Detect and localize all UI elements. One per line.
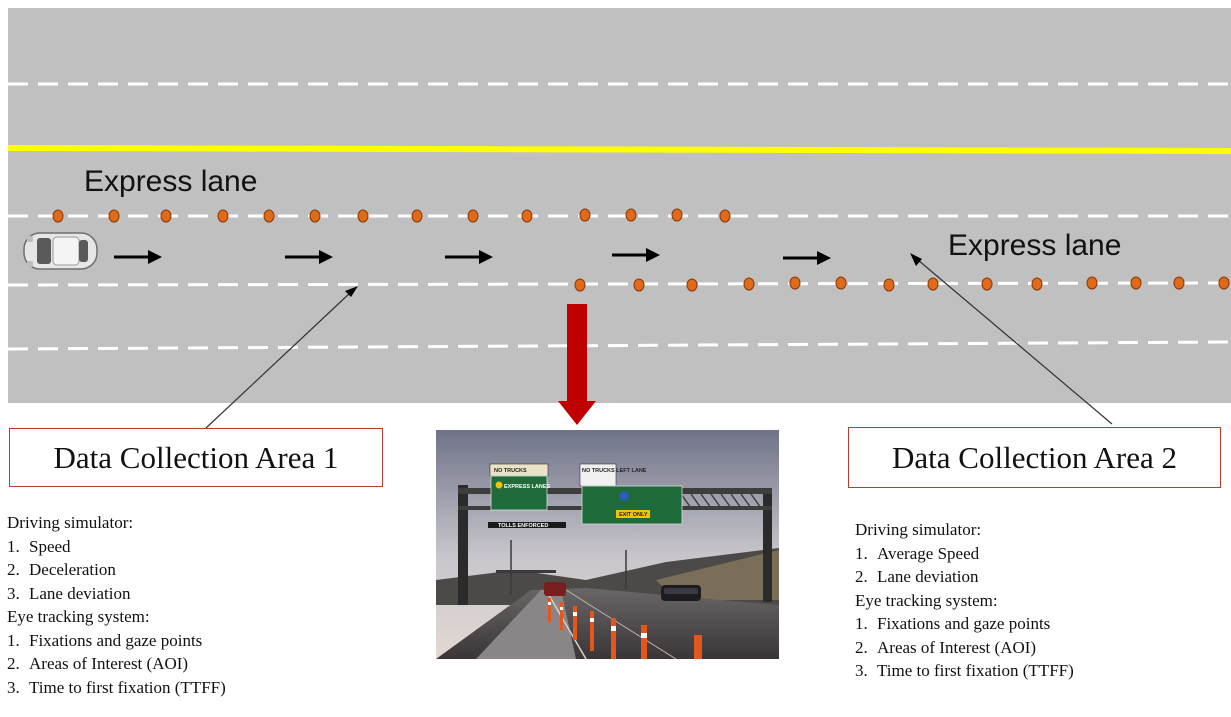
simulator-heading: Driving simulator: bbox=[7, 513, 134, 532]
list-item: 2.Deceleration bbox=[7, 560, 116, 579]
cone bbox=[1086, 276, 1098, 290]
cone-row-lower bbox=[574, 276, 1230, 292]
cone bbox=[574, 278, 586, 292]
cone bbox=[743, 277, 755, 291]
cone bbox=[411, 209, 423, 223]
svg-text:EXPRESS LANES: EXPRESS LANES bbox=[504, 484, 550, 490]
pointer-arrow-area-2 bbox=[910, 253, 1113, 425]
cone bbox=[309, 209, 321, 223]
list-item: 2.Lane deviation bbox=[855, 567, 979, 586]
list-item: 2.Areas of Interest (AOI) bbox=[855, 637, 1037, 657]
svg-text:EXIT ONLY: EXIT ONLY bbox=[619, 512, 648, 518]
list-item: 3.Time to first fixation (TTFF) bbox=[855, 661, 1074, 680]
cone bbox=[927, 277, 939, 291]
simulator-heading: Driving simulator: bbox=[855, 520, 982, 539]
cone bbox=[217, 209, 229, 223]
arrow-right-icon bbox=[114, 250, 162, 264]
list-item: 1.Speed bbox=[7, 536, 71, 556]
road-surface bbox=[8, 8, 1231, 403]
down-arrow-icon bbox=[558, 304, 596, 425]
cone bbox=[719, 209, 731, 223]
eye-tracking-heading: Eye tracking system: bbox=[855, 590, 998, 610]
cone bbox=[521, 209, 533, 223]
cone bbox=[52, 209, 64, 223]
cone bbox=[686, 278, 698, 292]
cone bbox=[357, 209, 369, 223]
cone bbox=[789, 276, 801, 290]
lane-marking-4 bbox=[7, 340, 1231, 351]
area-1-title-box: Data Collection Area 1 bbox=[9, 428, 383, 487]
svg-text:TOLLS ENFORCED: TOLLS ENFORCED bbox=[498, 523, 548, 529]
list-item: 1.Average Speed bbox=[855, 543, 980, 563]
list-item: 1.Fixations and gaze points bbox=[855, 614, 1051, 633]
area-2-title: Data Collection Area 2 bbox=[892, 439, 1177, 475]
cone bbox=[1218, 276, 1230, 290]
car-icon bbox=[23, 232, 98, 270]
cone-row-upper bbox=[52, 208, 731, 223]
cone bbox=[579, 208, 591, 222]
highway-photo: NO TRUCKS EXPRESS LANES TOLLS ENFORCED N… bbox=[436, 430, 779, 659]
cone bbox=[835, 276, 847, 290]
list-item: 2.Areas of Interest (AOI) bbox=[7, 654, 189, 673]
direction-arrows bbox=[114, 248, 831, 265]
arrow-right-icon bbox=[612, 248, 660, 262]
arrow-right-icon bbox=[783, 251, 831, 265]
eye-tracking-heading: Eye tracking system: bbox=[7, 607, 150, 626]
cone bbox=[1173, 276, 1185, 290]
list-item: 3.Time to first fixation (TTFF) bbox=[7, 677, 226, 697]
cone bbox=[671, 208, 683, 222]
cone bbox=[883, 278, 895, 292]
center-line bbox=[7, 145, 1231, 154]
area-2-title-box: Data Collection Area 2 bbox=[848, 427, 1221, 488]
arrow-right-icon bbox=[445, 250, 493, 264]
area-1-title: Data Collection Area 1 bbox=[53, 439, 339, 475]
cone bbox=[633, 278, 645, 292]
cone bbox=[108, 209, 120, 223]
list-item: 1.Fixations and gaze points bbox=[7, 630, 203, 650]
cone bbox=[625, 208, 637, 222]
list-item: 3.Lane deviation bbox=[7, 583, 131, 603]
pointer-arrow-area-1 bbox=[205, 286, 358, 429]
cone bbox=[1130, 276, 1142, 290]
svg-text:NO TRUCKS: NO TRUCKS bbox=[494, 468, 527, 474]
cone bbox=[981, 277, 993, 291]
arrow-right-icon bbox=[285, 250, 333, 264]
area-2-metrics: Driving simulator: 1.Average Speed 2.Lan… bbox=[855, 518, 1074, 683]
express-lane-label-2: Express lane bbox=[948, 229, 1122, 262]
cone bbox=[467, 209, 479, 223]
cone bbox=[263, 209, 275, 223]
cone bbox=[160, 209, 172, 223]
lane-marking-3 bbox=[7, 281, 1231, 287]
svg-text:NO TRUCKS LEFT LANE: NO TRUCKS LEFT LANE bbox=[582, 468, 647, 474]
express-lane-label-1: Express lane bbox=[84, 165, 258, 198]
area-1-metrics: Driving simulator: 1.Speed 2.Deceleratio… bbox=[7, 511, 226, 699]
cone bbox=[1031, 277, 1043, 291]
